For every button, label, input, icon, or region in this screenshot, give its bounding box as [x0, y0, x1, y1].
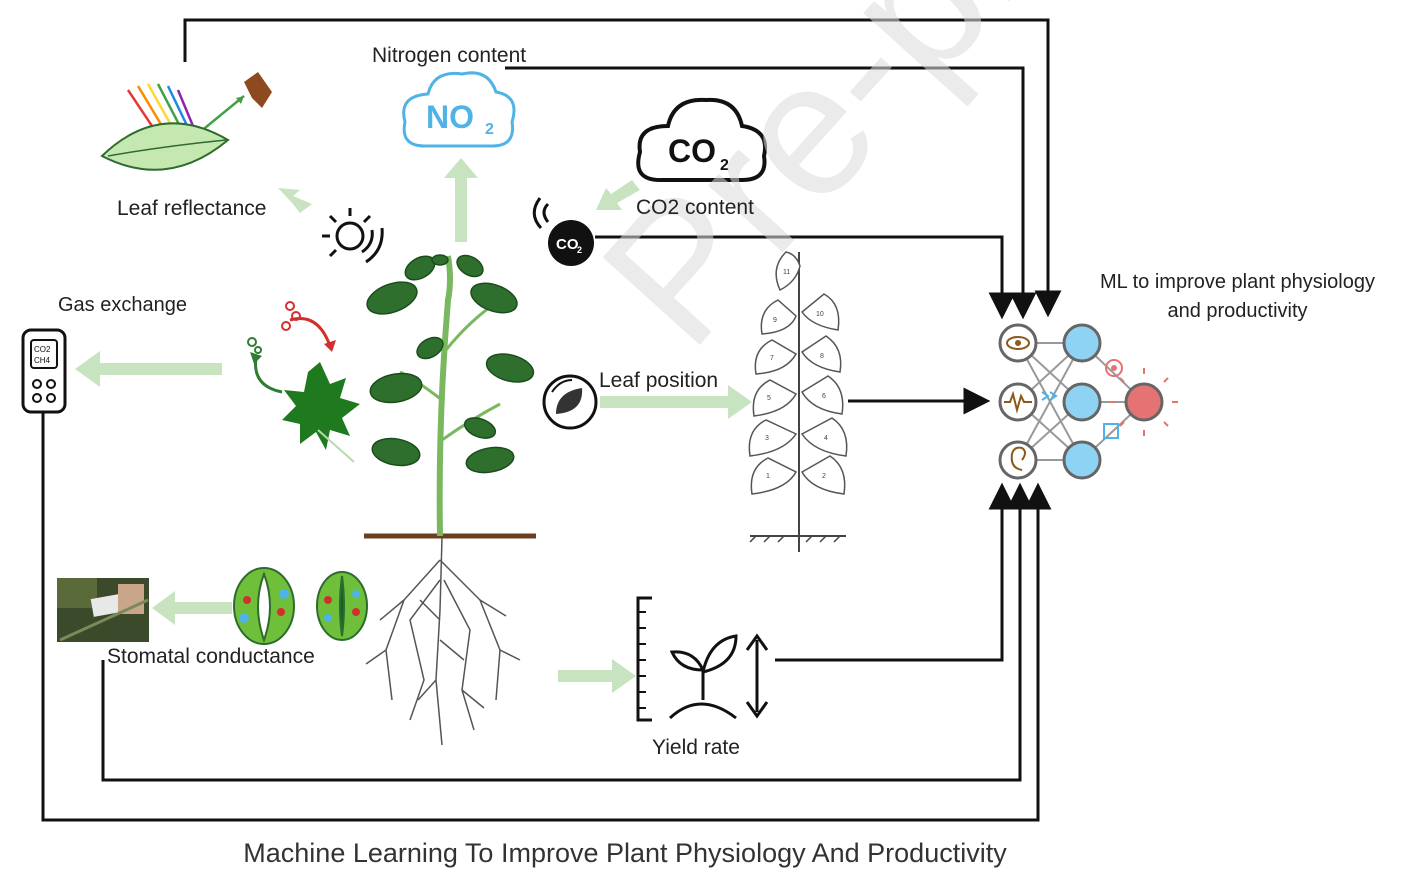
plant-illustration	[364, 254, 536, 746]
arrow-gas-exchange	[75, 351, 222, 387]
leaf-number: 1	[766, 473, 770, 480]
label-yield-rate: Yield rate	[652, 736, 740, 759]
label-ml-line2: and productivity	[1167, 300, 1308, 322]
maple-leaf-icon	[247, 301, 360, 463]
leaf-number: 7	[770, 355, 774, 362]
arrow-leaf-position	[600, 385, 752, 419]
label-ml-line1: ML to improve plant physiology	[1100, 271, 1375, 293]
diagram-title: Machine Learning To Improve Plant Physio…	[243, 838, 1007, 868]
stomatal-photo	[57, 578, 149, 642]
no2-cloud-icon: NO 2	[402, 71, 516, 148]
leaf-number: 6	[822, 393, 826, 400]
ml-hidden-nodes	[1062, 323, 1102, 480]
leaf-number: 2	[822, 473, 826, 480]
connector-nitrogen	[505, 66, 1037, 320]
stomata-icons	[233, 567, 368, 645]
puzzle-icon	[1103, 423, 1119, 439]
co2-sensor-icon: CO 2	[532, 197, 594, 266]
numbered-leaf-diagram	[748, 251, 848, 552]
co2-cloud-icon: CO 2	[636, 97, 767, 182]
green-flow-arrows	[75, 158, 752, 693]
analyzer-ch4-text: CH4	[34, 356, 51, 365]
co2-cloud-subscript: 2	[720, 157, 729, 174]
arrow-to-reflectance	[278, 188, 312, 213]
connector-leaf-reflectance	[183, 18, 1062, 318]
leaf-position-icon	[542, 374, 598, 430]
leaf-reflectance-icon	[100, 72, 272, 171]
no2-text: NO	[426, 99, 474, 135]
label-co2-content: CO2 content	[636, 196, 754, 219]
co2-sensor-subscript: 2	[577, 245, 582, 255]
label-nitrogen-content: Nitrogen content	[372, 44, 527, 67]
leaf-number: 9	[773, 317, 777, 324]
analyzer-co2-text: CO2	[34, 345, 51, 354]
gear-icon	[1105, 359, 1123, 377]
label-stomatal-conductance: Stomatal conductance	[107, 645, 315, 668]
leaf-number: 10	[816, 311, 824, 318]
arrow-yield	[558, 659, 636, 693]
connector-stomatal	[101, 482, 1034, 782]
ml-network-icon	[998, 323, 1178, 480]
leaf-number: 11	[783, 269, 790, 276]
yield-icon	[636, 596, 769, 722]
label-gas-exchange: Gas exchange	[58, 294, 187, 316]
arrow-co2-diagonal	[596, 180, 640, 210]
co2-sensor-text: CO	[556, 236, 579, 253]
leaf-number: 5	[767, 395, 771, 402]
gas-analyzer-icon: CO2 CH4	[21, 328, 67, 414]
leaf-numbers: 11 9 10 7 8 5 6 3 4 1 2	[765, 269, 828, 480]
sun-icon	[322, 208, 384, 264]
no2-subscript: 2	[485, 121, 494, 138]
ml-input-nodes	[998, 323, 1038, 480]
arrow-up-nitrogen	[444, 158, 478, 242]
co2-cloud-text: CO	[668, 133, 716, 169]
sensor-icon	[244, 72, 272, 108]
connector-lines	[41, 18, 1062, 822]
connector-gas-exchange	[41, 410, 1052, 822]
leaf-number: 3	[765, 435, 769, 442]
label-leaf-position: Leaf position	[599, 369, 719, 392]
leaf-number: 4	[824, 435, 828, 442]
connector-co2	[595, 235, 1016, 320]
connector-yield	[775, 482, 1016, 662]
leaf-number: 8	[820, 353, 824, 360]
ml-output-node	[1110, 368, 1178, 436]
arrow-stomatal	[152, 591, 232, 625]
label-leaf-reflectance: Leaf reflectance	[117, 197, 267, 220]
